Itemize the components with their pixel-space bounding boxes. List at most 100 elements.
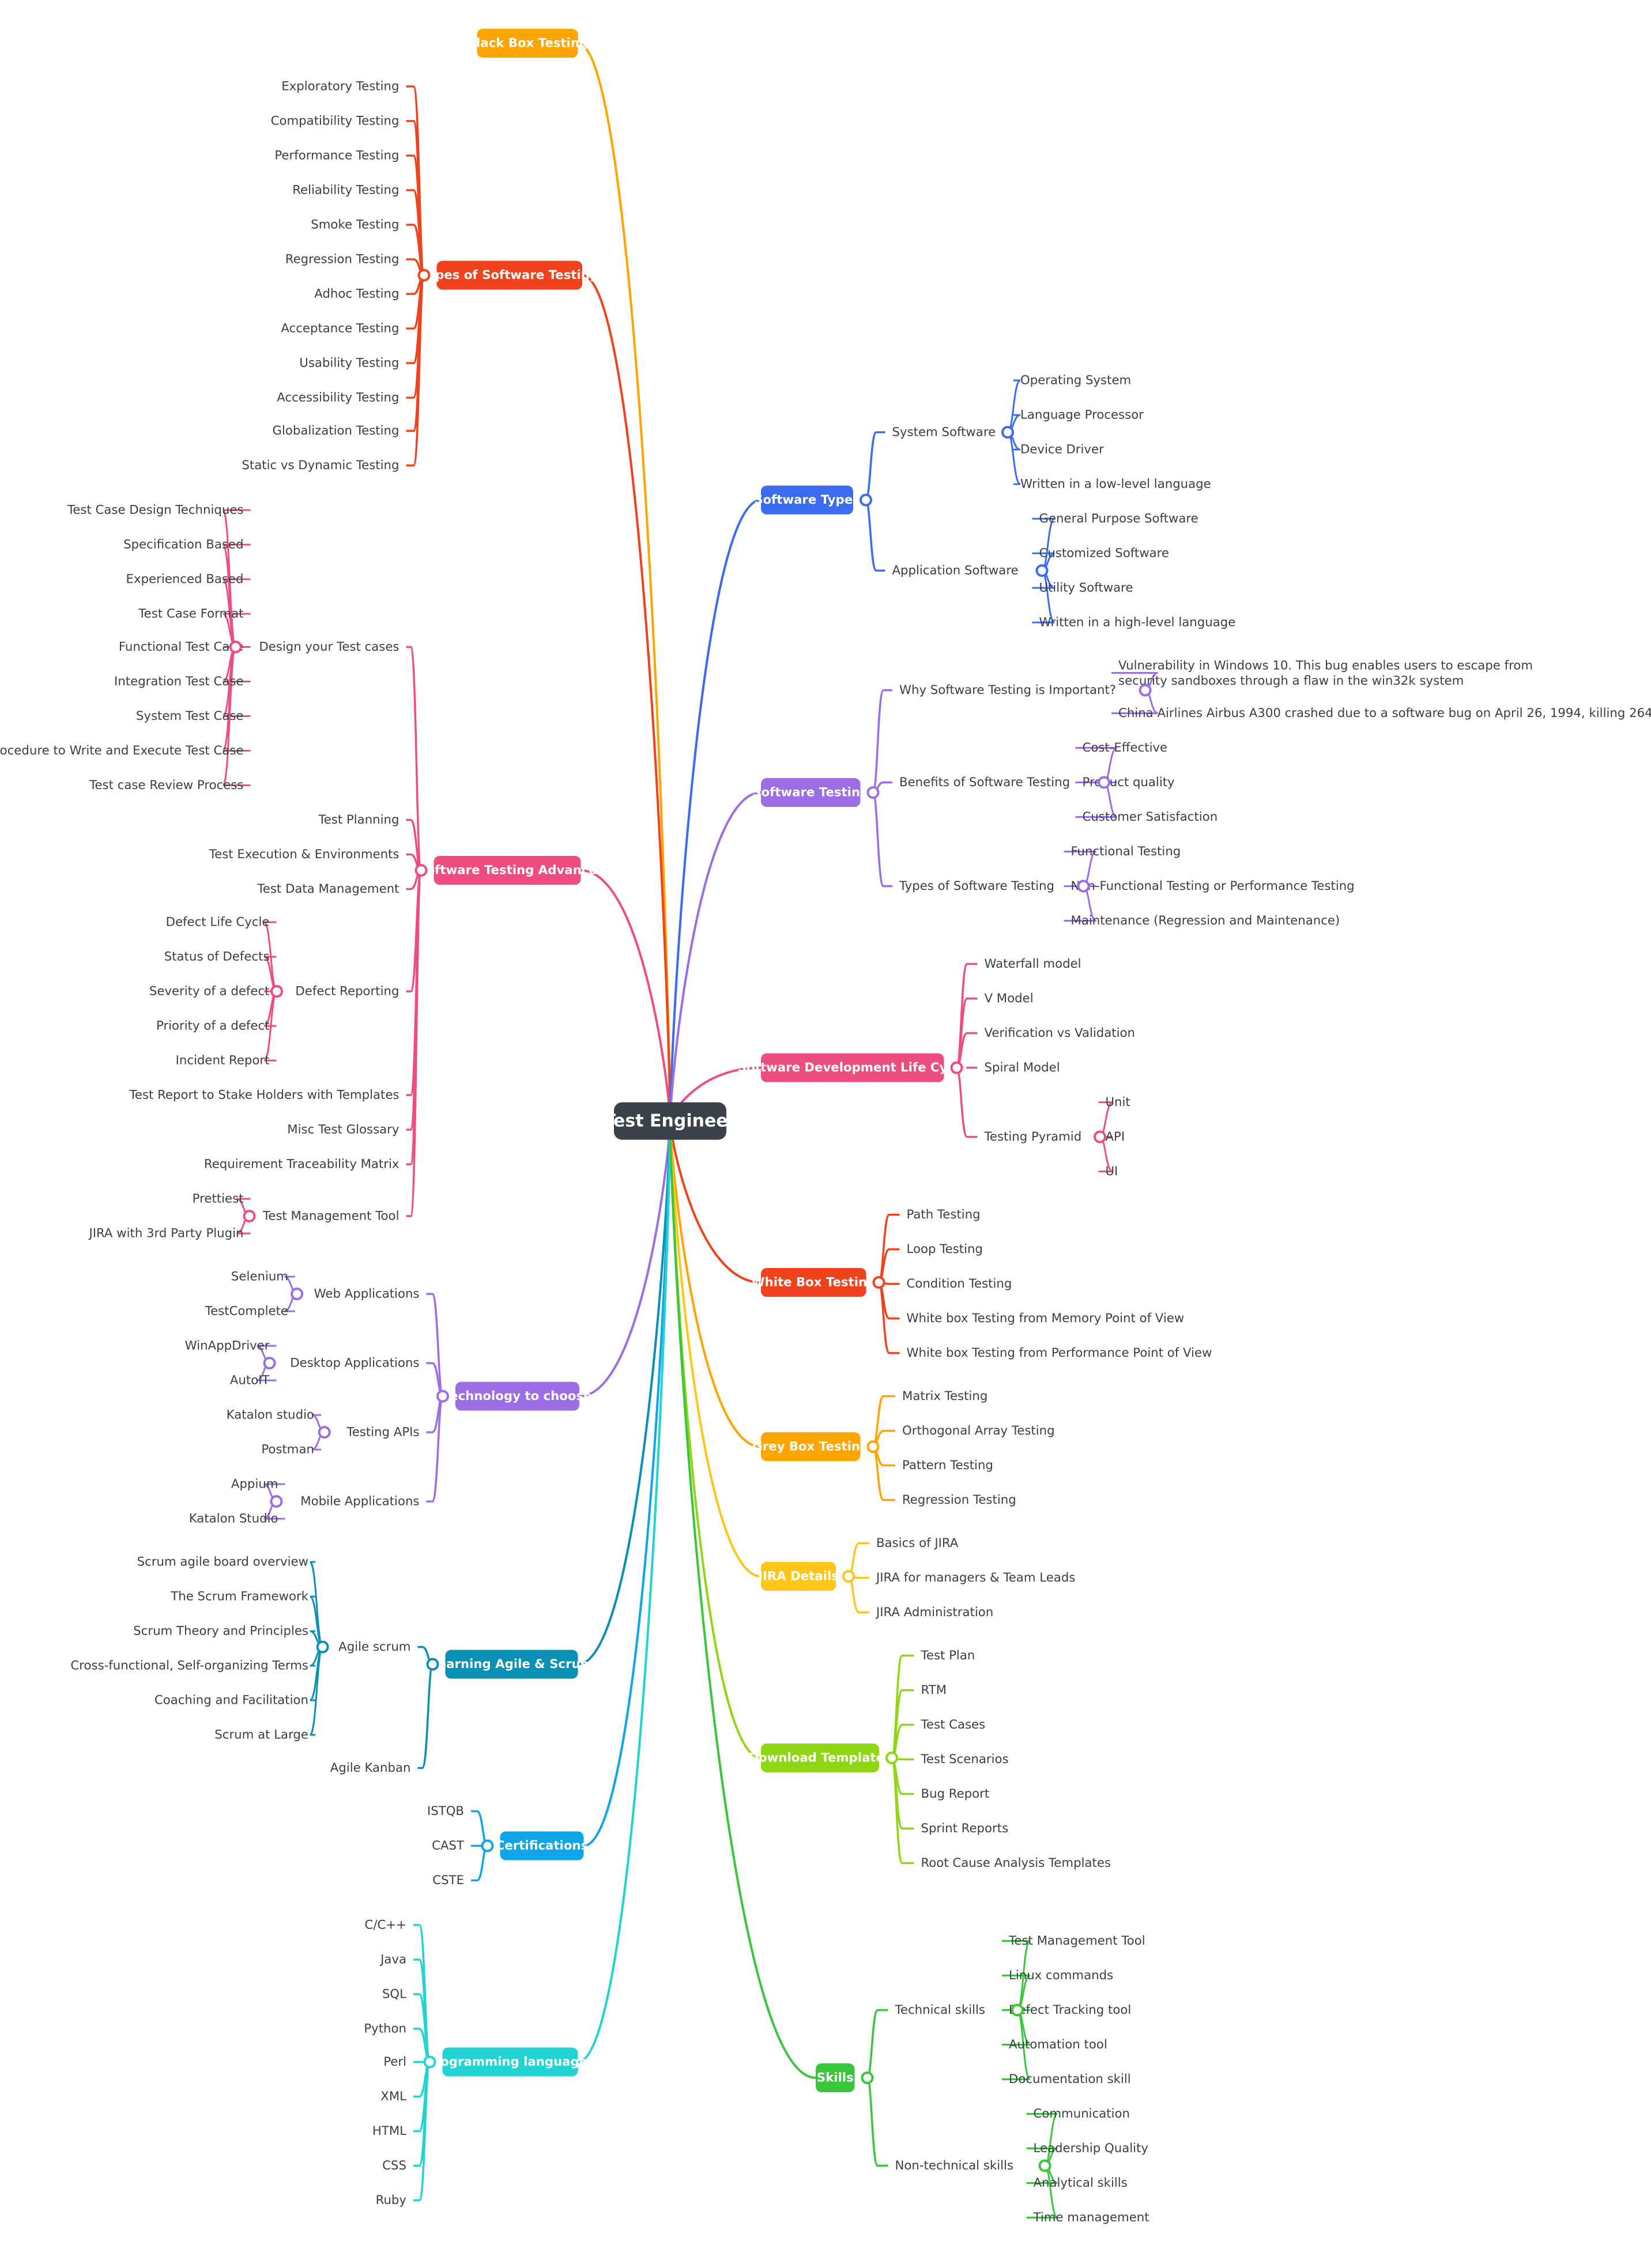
node-desktop-applications[interactable]: Desktop Applications [290,1356,419,1371]
node-coaching-and-facilitation[interactable]: Coaching and Facilitation [154,1693,308,1708]
node-language-processor[interactable]: Language Processor [1020,408,1144,422]
collapse-toggle-test-management-tool[interactable] [243,1210,256,1222]
node-device-driver[interactable]: Device Driver [1020,443,1104,457]
root-node[interactable]: Test Engineer [604,1102,737,1140]
node-mobile-applications[interactable]: Mobile Applications [300,1495,419,1509]
node-appium[interactable]: Appium [231,1477,278,1492]
node-test-management-tool[interactable]: Test Management Tool [262,1209,399,1224]
branch-technology-to-choose[interactable]: Technology to choose [443,1382,592,1411]
node-perl[interactable]: Perl [383,2055,406,2069]
collapse-toggle-technology-to-choose[interactable] [436,1390,449,1403]
node-acceptance-testing[interactable]: Acceptance Testing [281,322,399,336]
node-xml[interactable]: XML [380,2089,406,2104]
collapse-toggle-agile-scrum[interactable] [316,1640,329,1654]
node-general-purpose-software[interactable]: General Purpose Software [1039,512,1198,526]
branch-skills[interactable]: Skills [816,2063,855,2092]
node-procedure-to-write-and-execute-test-case[interactable]: Procedure to Write and Execute Test Case [0,744,244,758]
node-cast[interactable]: CAST [432,1839,465,1853]
node-status-of-defects[interactable]: Status of Defects [164,950,270,964]
node-api[interactable]: API [1106,1130,1125,1144]
node-rtm[interactable]: RTM [921,1683,947,1697]
node-analytical-skills[interactable]: Analytical skills [1034,2176,1128,2190]
node-defect-tracking-tool[interactable]: Defect Tracking tool [1009,2003,1131,2017]
collapse-toggle-mobile-applications[interactable] [270,1495,283,1508]
node-testing-apis[interactable]: Testing APIs [346,1425,419,1440]
node-compatibility-testing[interactable]: Compatibility Testing [271,114,399,129]
node-operating-system[interactable]: Operating System [1020,373,1131,388]
node-scrum-theory-and-principles[interactable]: Scrum Theory and Principles [133,1624,308,1639]
node-adhoc-testing[interactable]: Adhoc Testing [314,287,399,301]
node-test-data-management[interactable]: Test Data Management [257,882,399,896]
collapse-toggle-testing-pyramid[interactable] [1094,1130,1106,1144]
branch-download-templates[interactable]: Download Templates [748,1744,892,1772]
node-verification-vs-validation[interactable]: Verification vs Validation [985,1026,1136,1040]
collapse-toggle-technical-skills[interactable] [1011,2003,1024,2017]
collapse-toggle-software-types[interactable] [860,493,872,507]
branch-software-development-life-cycle[interactable]: Software Development Life Cycle [738,1053,967,1082]
node-css[interactable]: CSS [382,2158,406,2173]
node-web-applications[interactable]: Web Applications [314,1287,420,1301]
collapse-toggle-types-of-software-testing[interactable] [1077,880,1090,893]
node-cste[interactable]: CSTE [432,1873,464,1888]
node-regression-testing[interactable]: Regression Testing [285,252,399,267]
node-c-c[interactable]: C/C++ [365,1918,406,1933]
node-non-technical-skills[interactable]: Non-technical skills [895,2158,1014,2173]
node-waterfall-model[interactable]: Waterfall model [985,957,1081,971]
node-system-software[interactable]: System Software [892,425,996,440]
node-ruby[interactable]: Ruby [376,2193,406,2207]
node-performance-testing[interactable]: Performance Testing [274,149,399,163]
node-test-scenarios[interactable]: Test Scenarios [921,1752,1009,1767]
node-postman[interactable]: Postman [261,1443,314,1457]
node-white-box-testing-from-memory-point-of-view[interactable]: White box Testing from Memory Point of V… [907,1311,1185,1326]
node-technical-skills[interactable]: Technical skills [895,2003,986,2017]
collapse-toggle-desktop-applications[interactable] [263,1357,276,1369]
collapse-toggle-skills[interactable] [861,2071,874,2084]
node-test-case-format[interactable]: Test Case Format [138,607,243,621]
branch-certifications[interactable]: Certifications [496,1831,588,1861]
collapse-toggle-testing-apis[interactable] [318,1426,331,1439]
node-test-plan[interactable]: Test Plan [921,1648,975,1663]
branch-programming-languages[interactable]: Programming languages [425,2047,595,2077]
collapse-toggle-non-technical-skills[interactable] [1038,2159,1051,2172]
node-static-vs-dynamic-testing[interactable]: Static vs Dynamic Testing [242,458,399,473]
collapse-toggle-programming-languages[interactable] [423,2055,436,2069]
collapse-toggle-benefits-of-software-testing[interactable] [1098,776,1111,789]
node-test-case-design-techniques[interactable]: Test Case Design Techniques [67,503,244,518]
collapse-toggle-application-software[interactable] [1035,564,1049,577]
collapse-toggle-learning-agile-scrum[interactable] [426,1658,439,1671]
node-functional-test-case[interactable]: Functional Test Case [119,640,244,654]
collapse-toggle-software-testing-advance[interactable] [414,864,428,877]
node-pattern-testing[interactable]: Pattern Testing [902,1458,993,1473]
node-matrix-testing[interactable]: Matrix Testing [902,1389,987,1403]
collapse-toggle-defect-reporting[interactable] [270,985,284,998]
node-selenium[interactable]: Selenium [231,1270,288,1284]
node-integration-test-case[interactable]: Integration Test Case [114,674,243,689]
node-defect-life-cycle[interactable]: Defect Life Cycle [166,915,270,930]
branch-learning-agile-scrum[interactable]: Learning Agile & Scrum [430,1650,593,1679]
branch-software-testing[interactable]: Software Testing [752,778,869,807]
node-exploratory-testing[interactable]: Exploratory Testing [281,80,399,94]
node-customer-satisfaction[interactable]: Customer Satisfaction [1083,810,1218,824]
branch-grey-box-testing[interactable]: Grey Box Testing [752,1432,869,1461]
collapse-toggle-white-box-testing[interactable] [872,1276,885,1289]
node-benefits-of-software-testing[interactable]: Benefits of Software Testing [899,775,1070,790]
node-vulnerability-in-windows-10-this-bug-enables-use[interactable]: Vulnerability in Windows 10. This bug en… [1118,659,1533,689]
node-scrum-agile-board-overview[interactable]: Scrum agile board overview [137,1555,308,1569]
node-customized-software[interactable]: Customized Software [1039,546,1169,561]
node-written-in-a-low-level-language[interactable]: Written in a low-level language [1020,477,1211,492]
node-reliability-testing[interactable]: Reliability Testing [292,183,399,198]
node-loop-testing[interactable]: Loop Testing [907,1242,983,1256]
node-jira-for-managers-team-leads[interactable]: JIRA for managers & Team Leads [875,1571,1075,1585]
node-documentation-skill[interactable]: Documentation skill [1009,2072,1131,2086]
node-automation-tool[interactable]: Automation tool [1009,2037,1107,2052]
node-testing-pyramid[interactable]: Testing Pyramid [984,1130,1082,1144]
node-sprint-reports[interactable]: Sprint Reports [921,1821,1009,1836]
node-types-of-software-testing[interactable]: Types of Software Testing [899,879,1054,893]
node-product-quality[interactable]: Product quality [1083,775,1175,790]
node-html[interactable]: HTML [372,2124,406,2138]
node-java[interactable]: Java [379,1953,406,1967]
node-regression-testing[interactable]: Regression Testing [902,1493,1016,1507]
node-condition-testing[interactable]: Condition Testing [907,1277,1012,1291]
node-autoit[interactable]: AutoIT [230,1373,270,1388]
node-spiral-model[interactable]: Spiral Model [985,1061,1060,1075]
